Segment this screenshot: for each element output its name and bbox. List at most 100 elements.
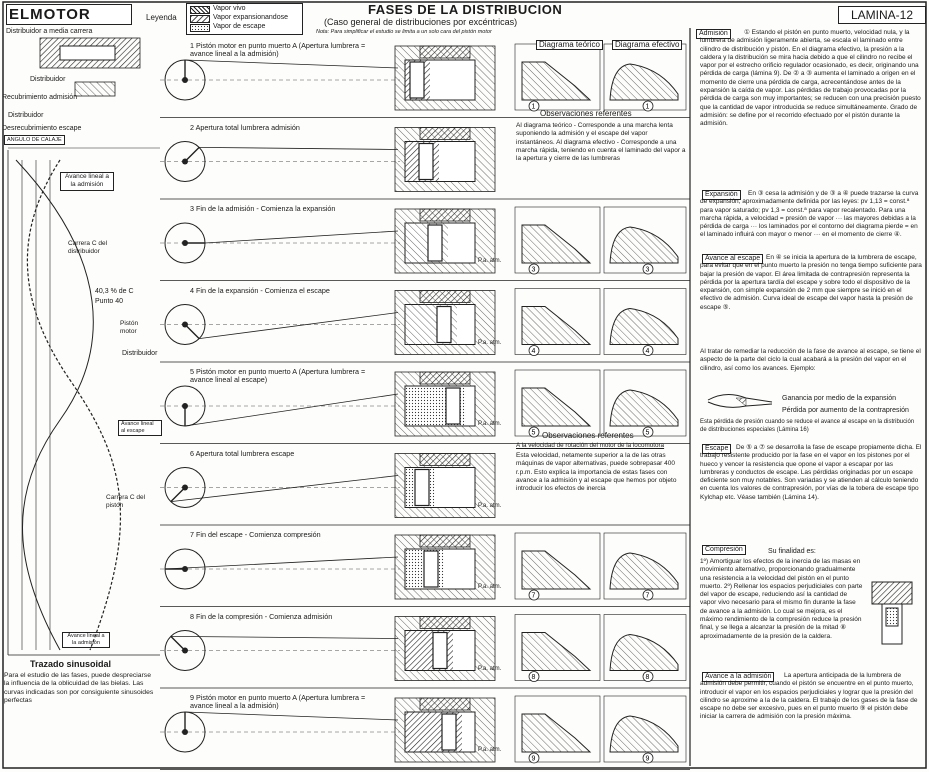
connecting-rod bbox=[184, 59, 399, 69]
connecting-rod bbox=[184, 711, 399, 721]
diagram-num: 8 bbox=[532, 674, 536, 681]
diagram-num-circle bbox=[642, 100, 654, 112]
diagram-teorico-frame bbox=[514, 288, 601, 355]
diagram-num-circle bbox=[528, 263, 540, 275]
phase-label-5: 5 Pistón motor en punto muerto A (Apertu… bbox=[190, 367, 366, 385]
remedio-ganancia: Ganancia por medio de la expansión bbox=[782, 395, 897, 402]
sheet-number: LAMINA-12 bbox=[838, 6, 926, 24]
legend-item-escape: Vapor de escape bbox=[213, 23, 266, 30]
section-avance-admision-title: Avance a la admisión bbox=[702, 672, 775, 682]
legend-swatch-escape bbox=[190, 24, 210, 32]
header-diagrama-efectivo: Diagrama efectivo bbox=[612, 40, 683, 50]
label-pct: 40,3 % de C bbox=[95, 288, 134, 295]
diagram-teorico-frame bbox=[514, 532, 601, 600]
diagram-teorico-curve bbox=[521, 632, 592, 671]
piston-head bbox=[436, 305, 452, 344]
phase-row-2 bbox=[160, 127, 690, 200]
brand-title: ELMOTOR bbox=[6, 4, 132, 25]
diagram-num: 9 bbox=[646, 756, 650, 763]
diagram-num: 7 bbox=[532, 593, 536, 600]
diagram-num: 5 bbox=[646, 430, 650, 437]
diagram-num: 9 bbox=[532, 756, 536, 763]
remedio-nota: Esta pérdida de presión cuando se reduce… bbox=[700, 419, 915, 434]
crank-arm bbox=[170, 635, 186, 651]
diagram-teorico-frame bbox=[514, 206, 601, 274]
diagram-teorico-curve bbox=[521, 306, 592, 345]
diagram-num: 8 bbox=[646, 674, 650, 681]
obs2-subtitle: A la velocidad de rotación del motor de … bbox=[516, 442, 665, 449]
valve-body bbox=[419, 453, 471, 466]
pres-label: P.a. atm. bbox=[478, 584, 502, 590]
obs1-title: Observaciones referentes bbox=[540, 109, 632, 118]
connecting-rod bbox=[184, 393, 399, 427]
legend-title: Leyenda bbox=[146, 13, 177, 22]
diagram-num-circle bbox=[528, 345, 540, 356]
diagram-num-circle bbox=[642, 426, 654, 438]
piston-head bbox=[432, 631, 448, 670]
valve-body bbox=[419, 290, 471, 303]
diagram-num-circle bbox=[528, 100, 540, 112]
diagram-num-circle bbox=[528, 671, 540, 682]
section-avance-escape-text: En ④ se inicia la apertura de la lumbrer… bbox=[700, 254, 922, 311]
crank-arm bbox=[184, 146, 200, 162]
sinusoidal-title: Trazado sinusoidal bbox=[30, 659, 112, 669]
diagram-teorico-curve bbox=[521, 713, 592, 753]
piston-head bbox=[423, 550, 439, 588]
crank-arm bbox=[184, 324, 200, 340]
obs2-text: Esta velocidad, netamente superior a la … bbox=[516, 452, 677, 493]
remedio-perdida: Pérdida por aumento de la contrapresión bbox=[782, 407, 909, 414]
section-expansion-title: Expansión bbox=[702, 190, 741, 200]
page-subtitle: (Caso general de distribuciones por excé… bbox=[324, 17, 518, 27]
page-title: FASES DE LA DISTRIBUCION bbox=[368, 2, 563, 17]
diagram-num-circle bbox=[528, 589, 540, 601]
diagram-teorico-curve bbox=[521, 224, 592, 264]
diagram-num: 3 bbox=[646, 267, 650, 274]
piston-head bbox=[409, 61, 425, 99]
diagram-efectivo-curve bbox=[609, 633, 679, 671]
connecting-rod bbox=[164, 556, 399, 570]
piston-head bbox=[445, 387, 461, 425]
section-admision-title: Admisión bbox=[696, 29, 731, 39]
obs2-title: Observaciones referentes bbox=[542, 431, 634, 440]
connecting-rod bbox=[170, 475, 399, 503]
sinusoid-piston bbox=[15, 159, 94, 651]
diagram-teorico-frame bbox=[514, 614, 601, 681]
diagram-num: 5 bbox=[532, 430, 536, 437]
phase-label-8: 8 Fin de la compresión - Comienza admisi… bbox=[190, 611, 333, 621]
label-distribuidor-2: Distribuidor bbox=[8, 112, 44, 119]
label-avance-admision-bottom: Avance lineal a la admisión bbox=[62, 632, 110, 648]
label-punto: Punto 40 bbox=[95, 298, 124, 305]
section-compresion-text: 1º) Amortiguar los efectos de la inercia… bbox=[700, 558, 863, 640]
label-avance-escape: Avance lineal al escape bbox=[118, 420, 162, 436]
legend-item-expansion: Vapor expansionandose bbox=[213, 14, 288, 21]
diagram-efectivo-curve bbox=[609, 552, 679, 590]
pres-label: P.a. atm. bbox=[478, 421, 502, 427]
label-piston: Pistón motor bbox=[120, 320, 139, 336]
crank-arm bbox=[170, 487, 186, 503]
connecting-rod bbox=[199, 312, 399, 340]
label-recubrimiento-admision: Recubrimiento admisión bbox=[2, 94, 78, 101]
label-angulo-calaje: ANGULO DE CALAJE bbox=[4, 135, 65, 145]
label-distribuidor: Distribuidor bbox=[30, 76, 66, 83]
label-carrera-distribuidor: Carrera C del distribuidor bbox=[68, 240, 108, 256]
diagram-efectivo-curve bbox=[609, 226, 679, 264]
valve-body bbox=[419, 697, 471, 711]
phase-label-1: 1 Pistón motor en punto muerto A (Apertu… bbox=[190, 41, 366, 59]
diagram-efectivo-curve bbox=[609, 715, 679, 753]
section-compresion-intro: Su finalidad es: bbox=[768, 548, 816, 555]
obs1-text: Al diagrama teórico - Corresponde a una … bbox=[516, 122, 686, 163]
phase-label-9: 9 Pistón motor en punto muerto A (Apertu… bbox=[190, 693, 366, 711]
valve-body bbox=[419, 208, 471, 222]
diagram-num: 4 bbox=[532, 348, 536, 355]
connecting-rod bbox=[204, 230, 399, 244]
legend-swatch-vivo bbox=[190, 6, 210, 14]
diagram-efectivo-curve bbox=[609, 307, 679, 345]
